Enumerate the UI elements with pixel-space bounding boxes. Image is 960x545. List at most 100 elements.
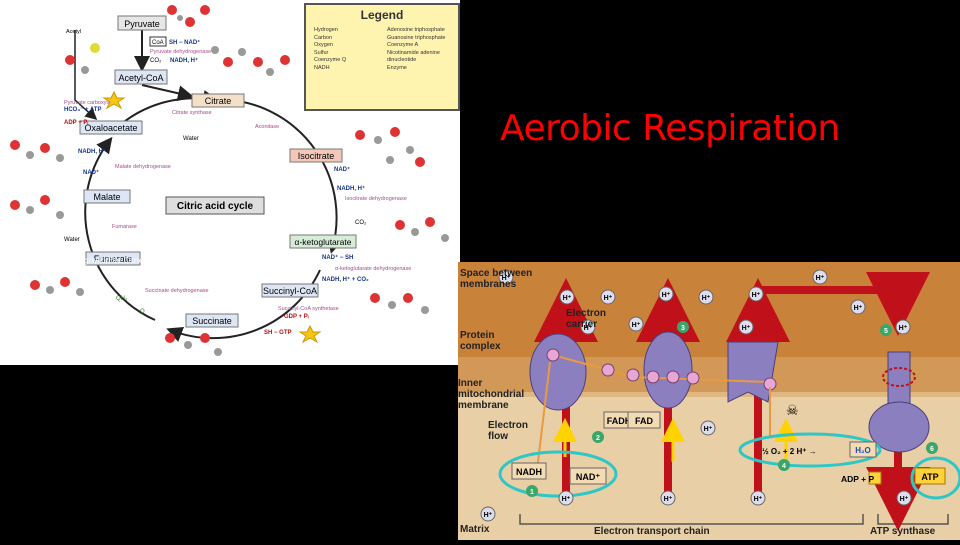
legend-item: NADH <box>314 64 330 71</box>
legend-item: Coenzyme A <box>387 42 419 48</box>
svg-text:α-ketoglutarate: α-ketoglutarate <box>295 237 352 247</box>
enzyme-scs: Succinyl-CoA synthetase <box>278 306 339 312</box>
nadh-label-3: NADH, H⁺ <box>337 185 365 192</box>
label-electron-carrier: Electron carrier <box>566 308 607 330</box>
citric-acid-cycle-image: Pyruvate Acetyl-CoA Citrate Isocitrate α… <box>0 0 460 365</box>
fad-box-visible <box>627 411 661 429</box>
h-ion: H⁺ <box>502 275 511 282</box>
label-inner-membrane: Inner mitochondrial membrane <box>458 378 525 411</box>
legend-items: Hydrogen Carbon Oxygen Sulfur Coenzyme Q… <box>314 27 454 72</box>
enzyme-akgdh: α-ketoglutarate dehydrogenase <box>335 266 411 272</box>
label-electron-flow: Electron flow <box>488 420 529 442</box>
node-citrate: Citrate <box>191 93 245 108</box>
enzyme-icdh: Isocitrate dehydrogenase <box>345 196 407 202</box>
h2o-text: H₂O <box>855 446 871 455</box>
legend-item: Adenosine triphosphate <box>387 27 445 33</box>
svg-text:Succinate: Succinate <box>192 316 232 326</box>
legend-item: Hydrogen <box>314 27 338 33</box>
legend-item: Carbon <box>314 34 333 41</box>
nadh-co2-label: NADH, H⁺ + CO₂ <box>322 276 369 283</box>
node-acetyl-coa: Acetyl-CoA <box>114 69 168 85</box>
step-number: 5 <box>884 328 888 335</box>
gtp-star-icon <box>298 324 322 344</box>
legend-item: Guanosine triphosphate <box>387 34 446 41</box>
atp-star-icon <box>102 90 126 110</box>
p-box <box>868 471 882 485</box>
h-ion: H⁺ <box>632 322 641 329</box>
atp-text: ATP <box>921 472 938 482</box>
skull-icon: ☠ <box>786 402 799 418</box>
acetyl-label: Acetyl <box>66 29 81 35</box>
sh-nad-label: SH − NAD⁺ <box>169 39 200 46</box>
nadh-text: NADH <box>516 467 542 477</box>
h-ion-icons: H⁺ H⁺ H⁺ H⁺ H⁺ H⁺ H⁺ H⁺ H⁺ H⁺ H⁺ H⁺ H⁺ H… <box>480 269 912 522</box>
svg-text:Malate: Malate <box>93 192 120 202</box>
water-label-2: Water <box>64 237 80 243</box>
step-number: 4 <box>782 463 786 470</box>
electron-carriers <box>546 348 777 391</box>
svg-text:Succinyl-CoA: Succinyl-CoA <box>263 286 317 296</box>
nad-label-2: NAD⁺ <box>334 166 350 173</box>
enzyme-pdh: Pyruvate dehydrogenase <box>150 49 211 55</box>
nadh-label-2: NADH, H⁺ <box>78 148 106 155</box>
enzyme-mdh: Malate dehydrogenase <box>115 164 171 170</box>
q-label: Q <box>140 309 145 315</box>
node-malate: Malate <box>83 189 131 204</box>
svg-text:Citrate: Citrate <box>205 96 232 106</box>
h-ion: H⁺ <box>484 512 493 519</box>
legend-item: Coenzyme Q <box>314 57 347 63</box>
svg-text:Pyruvate: Pyruvate <box>124 19 160 29</box>
fad-text-visible: FAD <box>635 416 654 426</box>
enzyme-sdh: Succinate dehydrogenase <box>145 288 209 294</box>
legend-item: Oxygen <box>314 42 333 48</box>
sh-gtp-label: SH − GTP <box>264 330 292 336</box>
node-succinyl-coa: Succinyl-CoA <box>261 283 319 298</box>
svg-text:Isocitrate: Isocitrate <box>298 151 335 161</box>
electron-transport-chain-image: NADH NAD⁺ FADH₂ FAD FAD ATP ADP + P ½ O₂… <box>458 262 960 540</box>
h2o-box <box>849 441 877 458</box>
water-ring <box>738 432 882 468</box>
legend-title: Legend <box>360 8 404 22</box>
node-isocitrate: Isocitrate <box>289 148 343 163</box>
legend-item: Sulfur <box>314 49 329 56</box>
o2-equation: ½ O₂ + 2 H⁺ → <box>762 447 817 456</box>
step-number: 1 <box>530 489 534 496</box>
h-ion: H⁺ <box>704 426 713 433</box>
label-protein-complex: Protein complex <box>460 330 501 352</box>
molecule-decorations <box>10 5 449 356</box>
enzyme-citrate-synthase: Citrate synthase <box>172 110 212 116</box>
slide-title: Aerobic Respiration <box>500 108 840 149</box>
legend-item: Enzyme <box>387 64 407 71</box>
nadh-ring <box>498 450 618 498</box>
etc-diagram: NADH NAD⁺ FADH₂ FAD FAD ATP ADP + P ½ O₂… <box>458 269 960 540</box>
source-url[interactable]: https://en.wikipedia.org/wiki/File:Citri… <box>0 256 216 265</box>
h-ion: H⁺ <box>900 496 909 503</box>
h-ion: H⁺ <box>584 325 593 332</box>
h-ion: H⁺ <box>854 305 863 312</box>
h-ion: H⁺ <box>816 275 825 282</box>
coa-label: CoA <box>152 40 164 46</box>
qh2-label: QH₂ <box>116 296 128 302</box>
center-label: Citric acid cycle <box>165 196 265 215</box>
co2-label-1: CO₂ <box>150 58 162 64</box>
legend: Legend Hydrogen Carbon Oxygen Sulfur Coe… <box>304 3 460 111</box>
h-ion: H⁺ <box>754 496 763 503</box>
step-number: 2 <box>596 435 600 442</box>
h-ion: H⁺ <box>742 325 751 332</box>
enzyme-labels: Pyruvate dehydrogenase Citrate synthase … <box>64 49 411 312</box>
cycle-diagram: Pyruvate Acetyl-CoA Citrate Isocitrate α… <box>10 5 449 356</box>
enzyme-fumarase: Fumarase <box>112 224 137 230</box>
step-number: 6 <box>930 446 934 453</box>
h-ion: H⁺ <box>604 295 613 302</box>
atp-box <box>914 467 946 485</box>
svg-text:Oxaloacetate: Oxaloacetate <box>84 123 137 133</box>
nadh-box <box>511 462 547 480</box>
step-number: 3 <box>681 325 685 332</box>
svg-text:Acetyl-CoA: Acetyl-CoA <box>118 73 163 83</box>
adp-p-text: ADP + P <box>841 474 874 484</box>
fadh2-text: FADH₂ <box>607 416 636 426</box>
nad-box <box>569 467 607 485</box>
adp-label: ADP + Pᵢ <box>64 120 88 126</box>
h-ion: H⁺ <box>562 496 571 503</box>
